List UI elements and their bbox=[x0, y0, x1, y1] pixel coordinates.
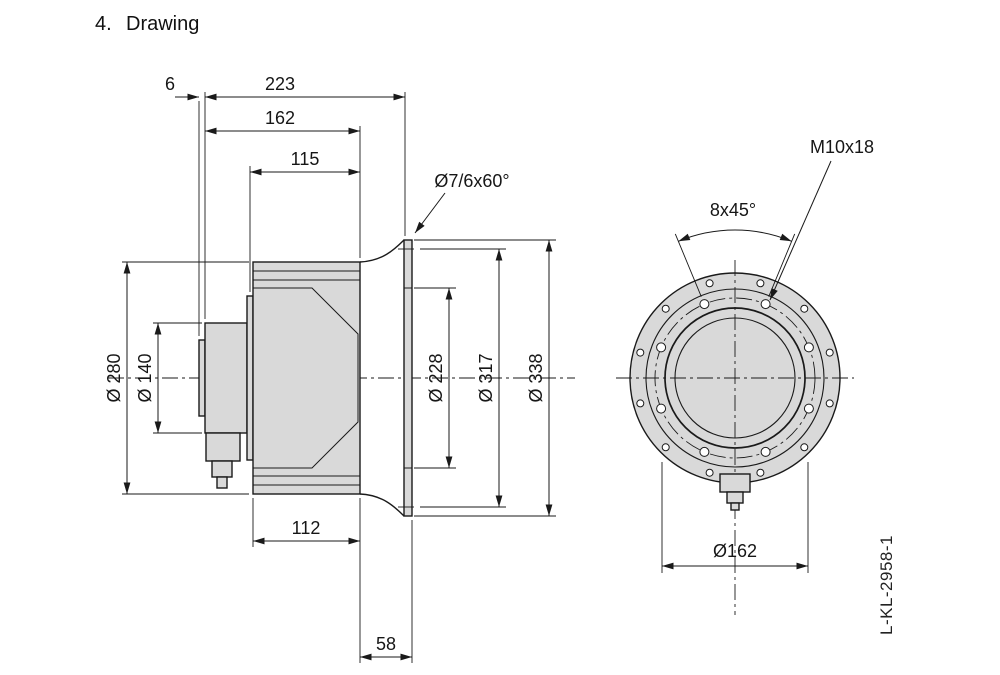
thread-callout-label: M10x18 bbox=[810, 137, 874, 157]
dim-label-dia338: Ø 338 bbox=[526, 353, 546, 402]
hole-callout-label: Ø7/6x60° bbox=[434, 171, 509, 191]
dim-label-223: 223 bbox=[265, 74, 295, 94]
side-view-dimensions: 6 223 162 115 112 58 Ø 280 Ø 140 Ø 228 Ø… bbox=[104, 74, 553, 661]
side-view-extension-lines bbox=[122, 92, 556, 663]
thread-callout: M10x18 bbox=[769, 137, 874, 301]
dim-label-dia140: Ø 140 bbox=[135, 353, 155, 402]
inlet-bell-curve-bottom bbox=[359, 493, 405, 517]
page-title-number: 4. bbox=[95, 13, 112, 35]
motor-mount-plate bbox=[246, 295, 254, 461]
dim-label-dia280: Ø 280 bbox=[104, 353, 124, 402]
page-title: Drawing bbox=[126, 13, 199, 35]
inlet-bell-curve-top bbox=[359, 239, 405, 263]
document-number: L-KL-2958-1 bbox=[877, 535, 896, 635]
dim-label-6: 6 bbox=[165, 74, 175, 94]
dim-label-dia228: Ø 228 bbox=[426, 353, 446, 402]
terminal-box bbox=[205, 432, 241, 462]
cable-gland bbox=[216, 476, 228, 489]
thread-holes-m10 bbox=[656, 299, 814, 457]
flange-mounting-holes bbox=[636, 279, 834, 477]
dim-label-dia317: Ø 317 bbox=[476, 353, 496, 402]
side-view: 6 223 162 115 112 58 Ø 280 Ø 140 Ø 228 Ø… bbox=[104, 74, 575, 663]
dim-label-162: 162 bbox=[265, 108, 295, 128]
angle-callout-label: 8x45° bbox=[710, 200, 756, 220]
impeller-body bbox=[252, 261, 361, 495]
dim-label-dia162: Ø162 bbox=[713, 541, 757, 561]
dia162-dimension: Ø162 bbox=[661, 462, 809, 573]
front-terminal-box bbox=[719, 473, 751, 511]
dim-label-115: 115 bbox=[291, 149, 320, 169]
dim-label-58: 58 bbox=[376, 634, 396, 654]
motor-body bbox=[204, 322, 248, 434]
impeller-cone-profile bbox=[253, 287, 359, 469]
motor-rear-hub bbox=[198, 339, 206, 417]
fan-side-body bbox=[198, 239, 418, 517]
leader-hole-callout bbox=[414, 192, 446, 234]
inlet-flange-plate bbox=[403, 239, 413, 517]
dim-label-112: 112 bbox=[292, 518, 321, 538]
angle-dimension: 8x45° bbox=[674, 200, 796, 297]
terminal-box-step bbox=[211, 460, 233, 478]
front-view: 8x45° M10x18 Ø162 bbox=[616, 137, 874, 615]
